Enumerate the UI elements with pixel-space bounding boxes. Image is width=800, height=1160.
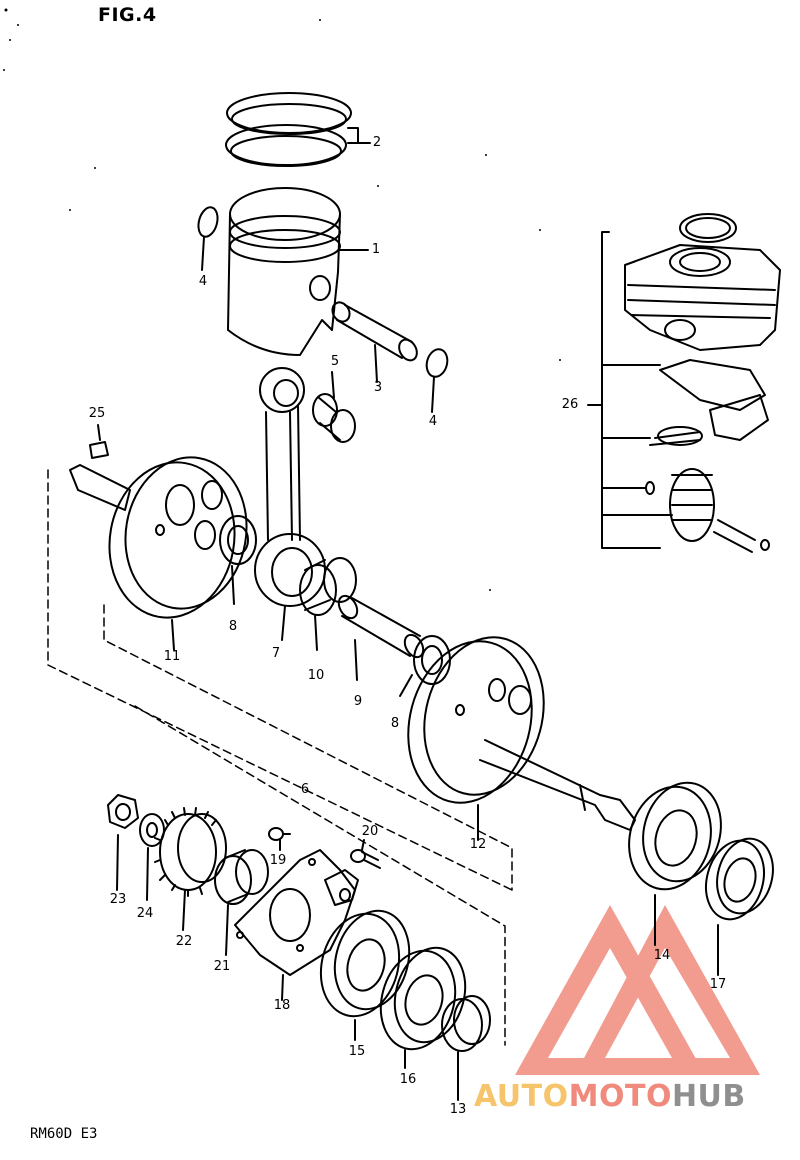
primary-gear-nut [107, 794, 139, 891]
crank-pin [337, 594, 425, 681]
piston [227, 187, 369, 356]
callout-23: 23 [109, 892, 127, 907]
crank-bearing-left [319, 909, 411, 1041]
thrust-washers [219, 515, 451, 697]
brand-part-auto: AUTO [474, 1079, 569, 1114]
callout-3: 3 [373, 380, 383, 395]
watermark-logo [515, 905, 760, 1075]
callout-20: 20 [361, 824, 379, 839]
callout-15: 15 [348, 1044, 366, 1059]
retainer-bolt [268, 827, 291, 851]
callout-24: 24 [136, 906, 154, 921]
woodruff-key [89, 424, 109, 459]
callout-6: 6 [300, 782, 310, 797]
callout-5: 5 [330, 354, 340, 369]
callout-13: 13 [449, 1102, 467, 1117]
callout-19: 19 [269, 853, 287, 868]
crank-bearing-inner [379, 946, 467, 1069]
brand-part-hub: HUB [671, 1079, 746, 1114]
small-end-bearing [312, 371, 356, 443]
piston-pin [331, 301, 418, 383]
oil-seal-left [441, 995, 491, 1101]
callout-22: 22 [175, 934, 193, 949]
connecting-rod [254, 367, 326, 641]
crankshaft-assembly-bracket [47, 469, 513, 1046]
callout-12: 12 [469, 837, 487, 852]
spacer-collar [214, 849, 269, 956]
watermark-brand: AUTOMOTOHUB [474, 1079, 746, 1114]
scan-noise [3, 8, 561, 591]
callout-8-left: 8 [228, 619, 238, 634]
crank-bearing-right [628, 781, 722, 946]
callout-9: 9 [353, 694, 363, 709]
callout-8-right: 8 [390, 716, 400, 731]
callout-26: 26 [561, 397, 579, 412]
callout-17: 17 [709, 977, 727, 992]
primary-drive-gear [154, 807, 227, 931]
brand-part-moto: MOTO [568, 1079, 672, 1114]
crank-half-left [69, 456, 248, 651]
callout-4-left: 4 [198, 274, 208, 289]
figure-title: FIG.4 [98, 4, 157, 26]
callout-11: 11 [163, 649, 181, 664]
callout-21: 21 [213, 959, 231, 974]
circlips [197, 206, 449, 413]
callout-10: 10 [307, 668, 325, 683]
model-code: RM60D E3 [30, 1126, 98, 1142]
callout-14: 14 [653, 948, 671, 963]
oil-seal-right [705, 837, 774, 976]
big-end-bearing [299, 557, 357, 651]
retainer-screw [350, 839, 381, 869]
callout-2: 2 [372, 135, 382, 150]
callout-16: 16 [399, 1072, 417, 1087]
cylinder-kit [587, 213, 781, 553]
callout-4-right: 4 [428, 414, 438, 429]
callout-1: 1 [371, 242, 381, 257]
bearing-retainer-plate [234, 849, 359, 1001]
piston-rings [225, 92, 371, 167]
callout-18: 18 [273, 998, 291, 1013]
crank-half-right [407, 636, 636, 841]
callout-7: 7 [271, 646, 281, 661]
callout-25: 25 [88, 406, 106, 421]
